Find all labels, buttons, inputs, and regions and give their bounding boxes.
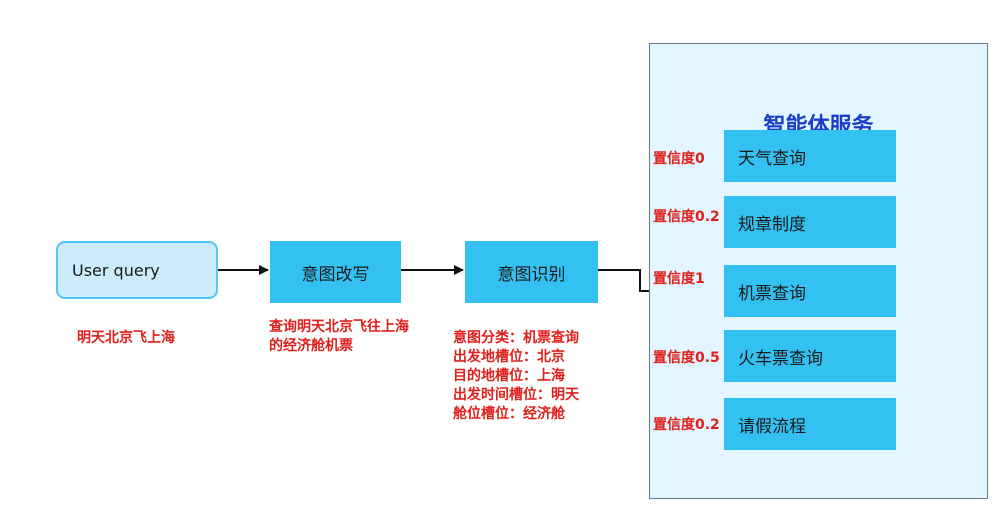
service-flight-query: 机票查询 xyxy=(724,265,896,317)
confidence-label: 置信度0.2 xyxy=(653,417,720,433)
confidence-label: 置信度0 xyxy=(653,151,705,167)
intent-rewrite-node: 意图改写 xyxy=(270,241,401,303)
service-train-ticket-query: 火车票查询 xyxy=(724,330,896,382)
recognition-line: 出发地槽位：北京 xyxy=(453,349,565,365)
user-query-example: 明天北京飞上海 xyxy=(77,330,175,346)
confidence-label: 置信度0.2 xyxy=(653,209,720,225)
recognition-line: 出发时间槽位：明天 xyxy=(453,387,579,403)
recognition-output: 意图分类：机票查询 出发地槽位：北京 目的地槽位：上海 出发时间槽位：明天 舱位… xyxy=(453,329,579,424)
rewrite-output: 查询明天北京飞往上海的经济舱机票 xyxy=(269,319,409,354)
user-query-node: User query xyxy=(56,241,218,299)
service-weather-query: 天气查询 xyxy=(724,130,896,182)
intent-recognition-node: 意图识别 xyxy=(465,241,598,303)
service-leave-process: 请假流程 xyxy=(724,398,896,450)
service-regulations: 规章制度 xyxy=(724,196,896,248)
recognition-line: 目的地槽位：上海 xyxy=(453,368,565,384)
recognition-line: 舱位槽位：经济舱 xyxy=(453,406,565,422)
recognition-line: 意图分类：机票查询 xyxy=(453,330,579,346)
confidence-label: 置信度1 xyxy=(653,271,705,287)
confidence-label: 置信度0.5 xyxy=(653,350,720,366)
